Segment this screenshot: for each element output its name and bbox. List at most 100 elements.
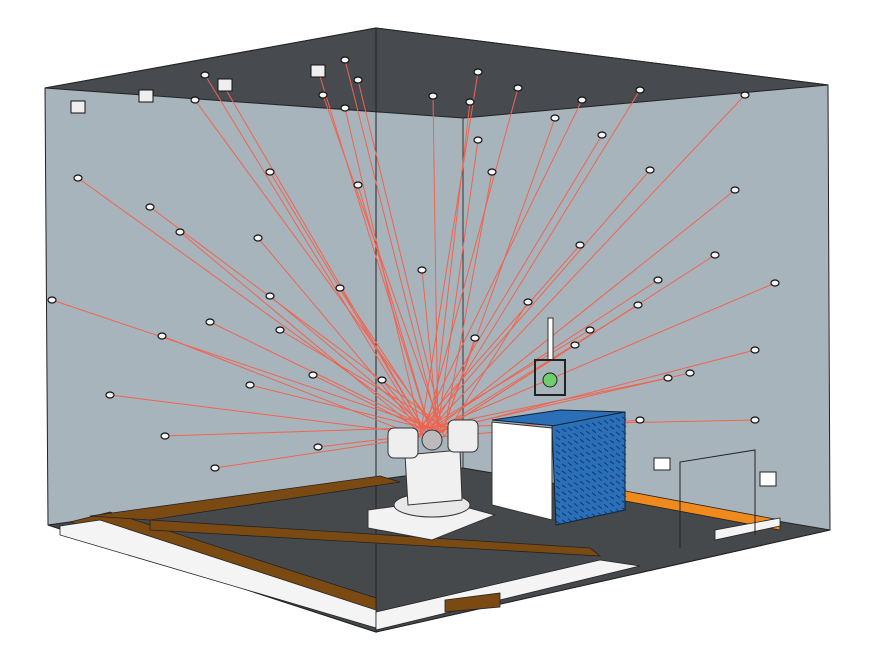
absorber-spike	[573, 446, 579, 451]
absorber-spike	[615, 508, 621, 513]
absorber-spike	[567, 483, 573, 488]
absorber-spike	[603, 454, 609, 459]
camera-icon	[353, 76, 363, 84]
absorber-spike	[561, 435, 567, 440]
absorber-spike	[567, 469, 573, 474]
absorber-spike	[591, 443, 597, 448]
camera-icon	[160, 432, 170, 440]
absorber-spike	[597, 449, 603, 454]
absorber-spike	[579, 501, 585, 506]
dut-device	[542, 372, 558, 388]
absorber-spike	[561, 519, 567, 524]
absorber-spike	[597, 484, 603, 489]
camera-icon	[205, 318, 215, 326]
cameras	[47, 56, 780, 472]
absorber-spike	[609, 509, 615, 514]
absorber-spike	[573, 474, 579, 479]
camera-icon	[318, 91, 328, 99]
camera-ray	[317, 69, 433, 438]
absorber-spike	[579, 459, 585, 464]
absorber-spike	[555, 499, 561, 504]
ceiling-panel-icon	[310, 64, 326, 78]
absorber-spike	[591, 471, 597, 476]
absorber-spike	[585, 500, 591, 505]
camera-icon	[428, 92, 438, 100]
absorber-spike	[603, 419, 609, 424]
absorber-spike	[597, 498, 603, 503]
camera-icon	[570, 341, 580, 349]
robot-body	[404, 449, 463, 506]
absorber-spike	[621, 444, 627, 449]
camera-ray	[425, 304, 639, 438]
absorber-spike	[621, 416, 627, 421]
camera-icon	[487, 168, 497, 176]
camera-ray	[269, 171, 427, 433]
camera-ray	[421, 269, 439, 433]
absorber-spike	[573, 453, 579, 458]
camera-ray	[249, 384, 421, 428]
absorber-spike	[591, 513, 597, 518]
absorber-spike	[555, 485, 561, 490]
absorber-spike	[567, 462, 573, 467]
ceiling-panel-icon	[217, 78, 233, 92]
absorber-spike	[573, 509, 579, 514]
absorber-spike	[621, 507, 627, 512]
camera-icon	[577, 96, 587, 104]
absorber-spike	[555, 464, 561, 469]
camera-ray	[432, 95, 439, 438]
absorber-spike	[603, 426, 609, 431]
camera-ray	[431, 101, 471, 433]
absorber-spike	[555, 436, 561, 441]
wall-panel	[759, 471, 777, 487]
absorber-spike	[621, 472, 627, 477]
absorber-spike	[609, 467, 615, 472]
camera-ray	[437, 282, 776, 428]
absorber-spike	[585, 423, 591, 428]
absorber-spike	[609, 481, 615, 486]
absorber-spike	[573, 495, 579, 500]
absorber-spike	[615, 494, 621, 499]
camera-ray	[419, 99, 583, 433]
absorber-spike	[615, 417, 621, 422]
camera-ray	[317, 431, 445, 448]
absorber-spike	[573, 425, 579, 430]
camera-ray	[209, 321, 427, 428]
camera-icon	[770, 279, 780, 287]
camera-icon	[663, 374, 673, 382]
absorber-spike	[609, 474, 615, 479]
camera-icon	[740, 91, 750, 99]
absorber-spike	[597, 442, 603, 447]
absorber-spike	[579, 431, 585, 436]
camera-ray	[339, 287, 433, 428]
camera-icon	[635, 86, 645, 94]
camera-ray	[425, 169, 651, 428]
camera-icon	[633, 301, 643, 309]
absorber-spike	[603, 447, 609, 452]
dut-mount	[534, 317, 566, 396]
camera-ray	[443, 337, 476, 428]
absorber-spike	[603, 510, 609, 515]
camera-icon	[377, 376, 387, 384]
absorber-spike	[591, 450, 597, 455]
absorber-spike	[615, 459, 621, 464]
absorber-spike	[579, 473, 585, 478]
absorber-spike	[585, 430, 591, 435]
absorber-spike	[615, 445, 621, 450]
absorber-spike	[585, 444, 591, 449]
absorber-spike	[597, 470, 603, 475]
robot-arm-left	[387, 427, 419, 459]
absorber-spike	[597, 477, 603, 482]
absorber-spike	[555, 471, 561, 476]
absorber-spike	[603, 440, 609, 445]
camera-ray	[214, 436, 421, 469]
camera-ray	[425, 279, 659, 433]
floor-rail	[375, 559, 641, 631]
absorber-spike	[567, 497, 573, 502]
camera-ray	[443, 301, 529, 438]
absorber-spike	[561, 477, 567, 482]
absorber-spike	[615, 438, 621, 443]
camera-ray	[431, 189, 736, 433]
absorber-spike	[615, 480, 621, 485]
absorber-spike	[597, 512, 603, 516]
absorber-spike	[591, 478, 597, 483]
